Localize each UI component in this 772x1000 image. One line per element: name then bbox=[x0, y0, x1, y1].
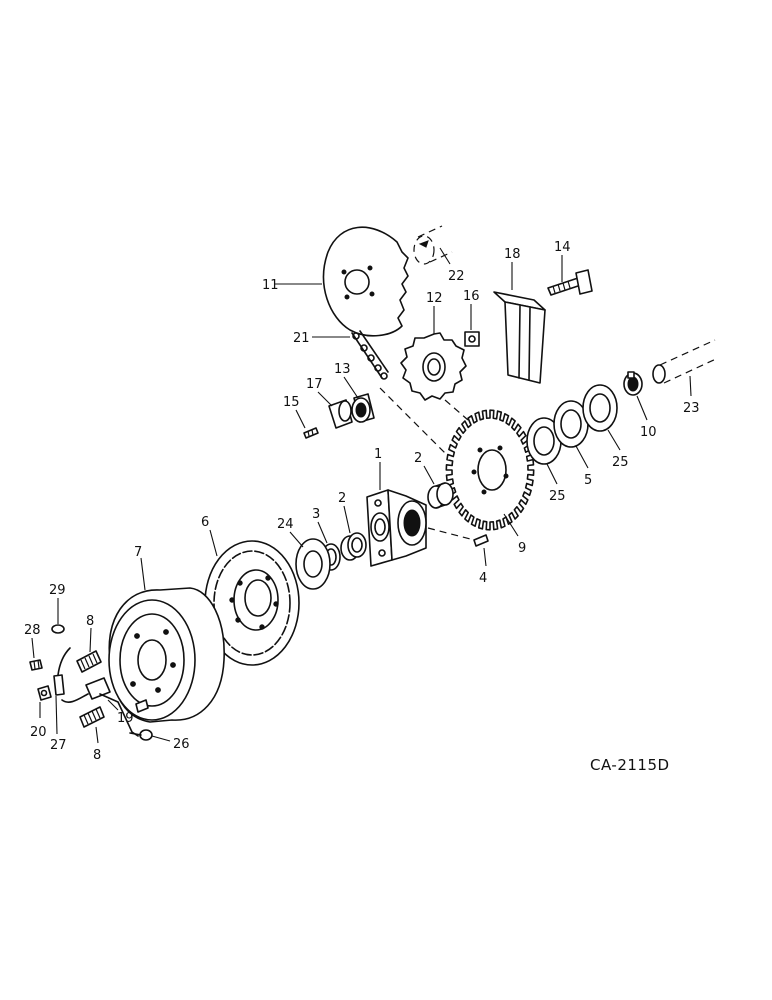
callout-2b: 2 bbox=[338, 491, 346, 506]
callout-27: 27 bbox=[50, 738, 67, 753]
part-7-brake-drum bbox=[108, 587, 225, 723]
callout-22: 22 bbox=[448, 269, 465, 284]
part-2-bearing-upper bbox=[427, 482, 454, 509]
part-13-bushing bbox=[351, 393, 375, 423]
part-8-stud-upper bbox=[76, 650, 102, 673]
part-29-cap bbox=[51, 624, 65, 634]
part-8-stud-lower bbox=[79, 706, 105, 728]
callout-26: 26 bbox=[173, 737, 190, 752]
callout-6: 6 bbox=[201, 515, 209, 530]
callout-8b: 8 bbox=[93, 748, 101, 763]
part-20-nut bbox=[37, 685, 52, 701]
part-10-collar bbox=[623, 371, 643, 396]
part-2-bearing-lower bbox=[340, 532, 367, 561]
callout-13: 13 bbox=[334, 362, 351, 377]
callouts: 11 22 18 14 16 12 21 13 17 15 23 10 25 5… bbox=[24, 240, 700, 763]
part-4-grease-fitting bbox=[427, 527, 489, 547]
part-27-wire-lead bbox=[53, 647, 71, 696]
callout-10: 10 bbox=[640, 425, 657, 440]
callout-1: 1 bbox=[374, 447, 382, 462]
callout-21: 21 bbox=[293, 331, 310, 346]
part-23-shaft bbox=[652, 339, 719, 384]
part-25-washer-b bbox=[582, 384, 618, 432]
part-21-roller-chain bbox=[351, 330, 389, 380]
part-1-bearing-housing bbox=[366, 489, 427, 567]
callout-24: 24 bbox=[277, 517, 294, 532]
callout-18: 18 bbox=[504, 247, 521, 262]
part-16-square-nut bbox=[464, 331, 480, 347]
part-15-set-screw bbox=[303, 427, 319, 439]
part-24-washer bbox=[295, 538, 331, 590]
callout-23: 23 bbox=[683, 401, 700, 416]
callout-28: 28 bbox=[24, 623, 41, 638]
callout-3: 3 bbox=[312, 507, 320, 522]
part-9-large-gear bbox=[445, 409, 535, 531]
callout-8a: 8 bbox=[86, 614, 94, 629]
callout-15: 15 bbox=[283, 395, 300, 410]
part-12-small-sprocket bbox=[400, 332, 467, 401]
callout-25a: 25 bbox=[549, 489, 566, 504]
callout-4: 4 bbox=[479, 571, 487, 586]
part-22-shaft bbox=[413, 225, 453, 265]
callout-20: 20 bbox=[30, 725, 47, 740]
part-14-bolt bbox=[547, 269, 593, 296]
callout-16: 16 bbox=[463, 289, 480, 304]
callout-19: 19 bbox=[117, 711, 134, 726]
part-26-clip bbox=[129, 729, 153, 741]
part-11-large-sprocket bbox=[322, 226, 409, 337]
callout-29: 29 bbox=[49, 583, 66, 598]
callout-11: 11 bbox=[262, 278, 279, 293]
callout-17: 17 bbox=[306, 377, 323, 392]
callout-7: 7 bbox=[134, 545, 142, 560]
part-28-screw bbox=[29, 659, 43, 671]
callout-5: 5 bbox=[584, 473, 592, 488]
drawing-code: CA-2115D bbox=[590, 756, 670, 774]
part-6-brake-disc bbox=[204, 540, 300, 666]
callout-12: 12 bbox=[426, 291, 443, 306]
callout-9: 9 bbox=[518, 541, 526, 556]
callout-14: 14 bbox=[554, 240, 571, 255]
callout-25b: 25 bbox=[612, 455, 629, 470]
callout-2a: 2 bbox=[414, 451, 422, 466]
part-18-bracket bbox=[493, 291, 546, 384]
part-17-sleeve bbox=[328, 399, 353, 429]
